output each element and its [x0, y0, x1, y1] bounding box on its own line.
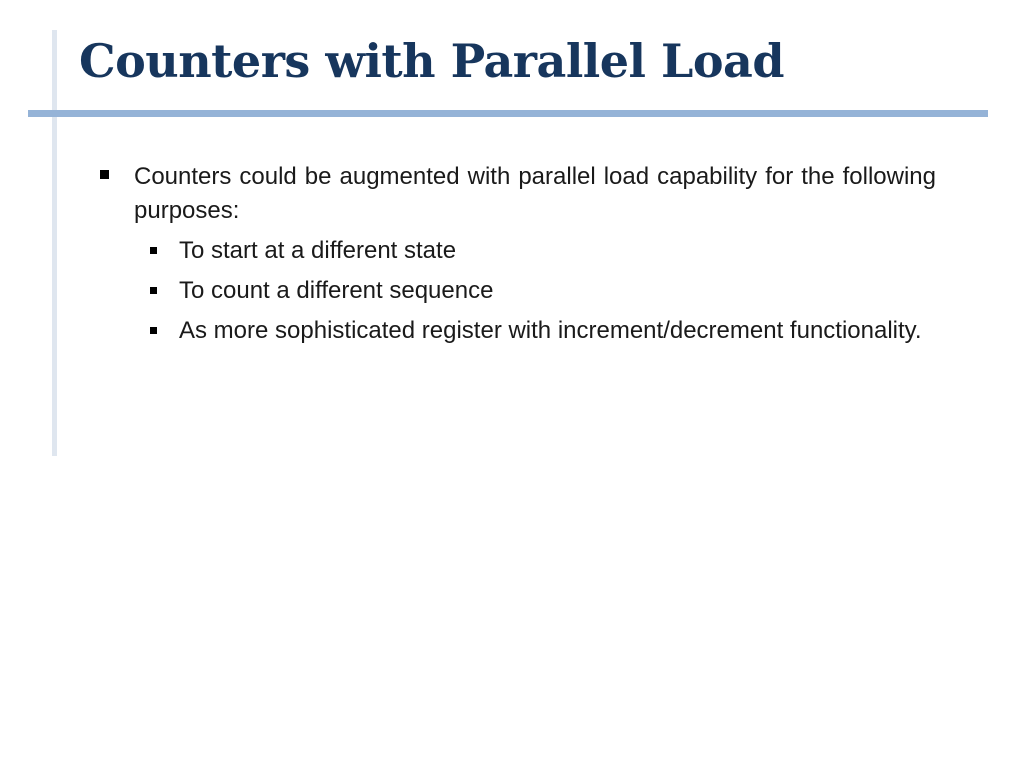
bullet-item: Counters could be augmented with paralle… — [100, 160, 936, 228]
title-underline — [28, 110, 988, 117]
slide-title: Counters with Parallel Load — [79, 34, 785, 88]
sub-bullet-text: To start at a different state — [179, 237, 457, 264]
small-square-bullet-icon — [150, 287, 157, 294]
bullet-text: Counters could be augmented with paralle… — [134, 163, 936, 224]
sub-bullet-text: To count a different sequence — [179, 277, 494, 304]
sub-bullet-item: As more sophisticated register with incr… — [145, 314, 936, 348]
small-square-bullet-icon — [150, 247, 157, 254]
sub-bullet-item: To start at a different state — [145, 234, 936, 268]
square-bullet-icon — [100, 170, 109, 179]
vertical-rule — [52, 30, 57, 456]
small-square-bullet-icon — [150, 327, 157, 334]
slide-content: Counters could be augmented with paralle… — [100, 160, 936, 348]
sub-bullet-text: As more sophisticated register with incr… — [179, 317, 922, 344]
sub-bullet-item: To count a different sequence — [145, 274, 936, 308]
